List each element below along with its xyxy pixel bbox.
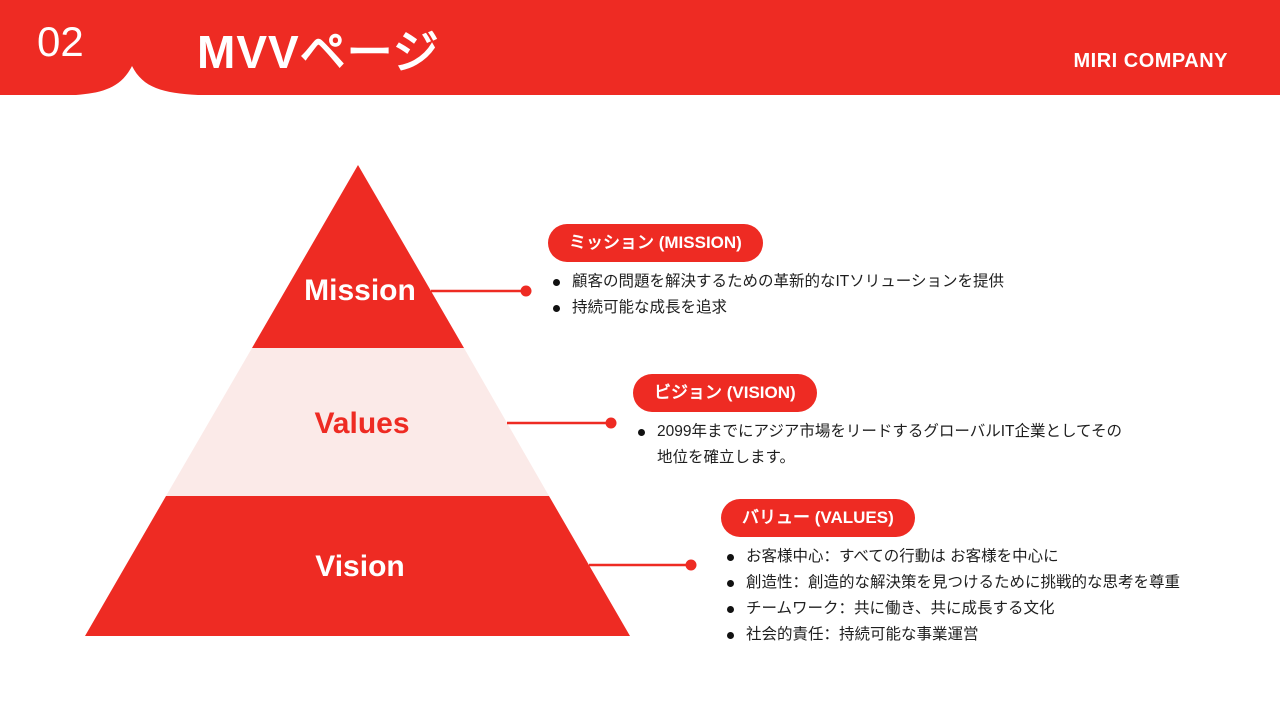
pyramid-label-values: Values (314, 407, 410, 440)
page-title: MVVページ (197, 26, 440, 78)
pyramid-bottom-section (85, 496, 630, 636)
header-bar (0, 0, 1280, 95)
list-item: 社会的責任：持続可能な事業運営 (725, 622, 1266, 648)
pyramid-label-mission: Mission (304, 274, 416, 307)
list-item: 2099年までにアジア市場をリードするグローバルIT企業としてその地位を確立しま… (636, 419, 1136, 471)
company-name: MIRI COMPANY (1073, 50, 1228, 72)
values-connector-dot (685, 559, 697, 571)
mission-bullet-list: 顧客の問題を解決するための革新的なITソリューションを提供 持続可能な成長を追求 (551, 269, 1093, 321)
list-item: チームワーク：共に働き、共に成長する文化 (725, 596, 1266, 622)
vision-connector-dot (605, 417, 617, 429)
values-badge: バリュー (VALUES) (721, 499, 915, 537)
list-item: 顧客の問題を解決するための革新的なITソリューションを提供 (551, 269, 1093, 295)
values-bullet-list: お客様中心：すべての行動は お客様を中心に 創造性：創造的な解決策を見つけるため… (725, 544, 1266, 648)
list-item: 持続可能な成長を追求 (551, 295, 1093, 321)
mission-callout: ミッション (MISSION) 顧客の問題を解決するための革新的なITソリューシ… (548, 224, 1093, 321)
list-item: お客様中心：すべての行動は お客様を中心に (725, 544, 1266, 570)
mission-badge: ミッション (MISSION) (548, 224, 763, 262)
header-wave-decoration (76, 66, 198, 98)
vision-badge: ビジョン (VISION) (633, 374, 817, 412)
vision-callout: ビジョン (VISION) 2099年までにアジア市場をリードするグローバルIT… (633, 374, 1193, 471)
mission-connector-dot (520, 285, 532, 297)
values-callout: バリュー (VALUES) お客様中心：すべての行動は お客様を中心に 創造性：… (721, 499, 1266, 648)
page-number: 02 (37, 18, 84, 65)
pyramid-top-section (252, 165, 464, 348)
vision-bullet-list: 2099年までにアジア市場をリードするグローバルIT企業としてその地位を確立しま… (636, 419, 1136, 471)
list-item: 創造性：創造的な解決策を見つけるために挑戦的な思考を尊重 (725, 570, 1266, 596)
pyramid-middle-section (166, 348, 549, 496)
pyramid-label-vision: Vision (315, 550, 405, 583)
